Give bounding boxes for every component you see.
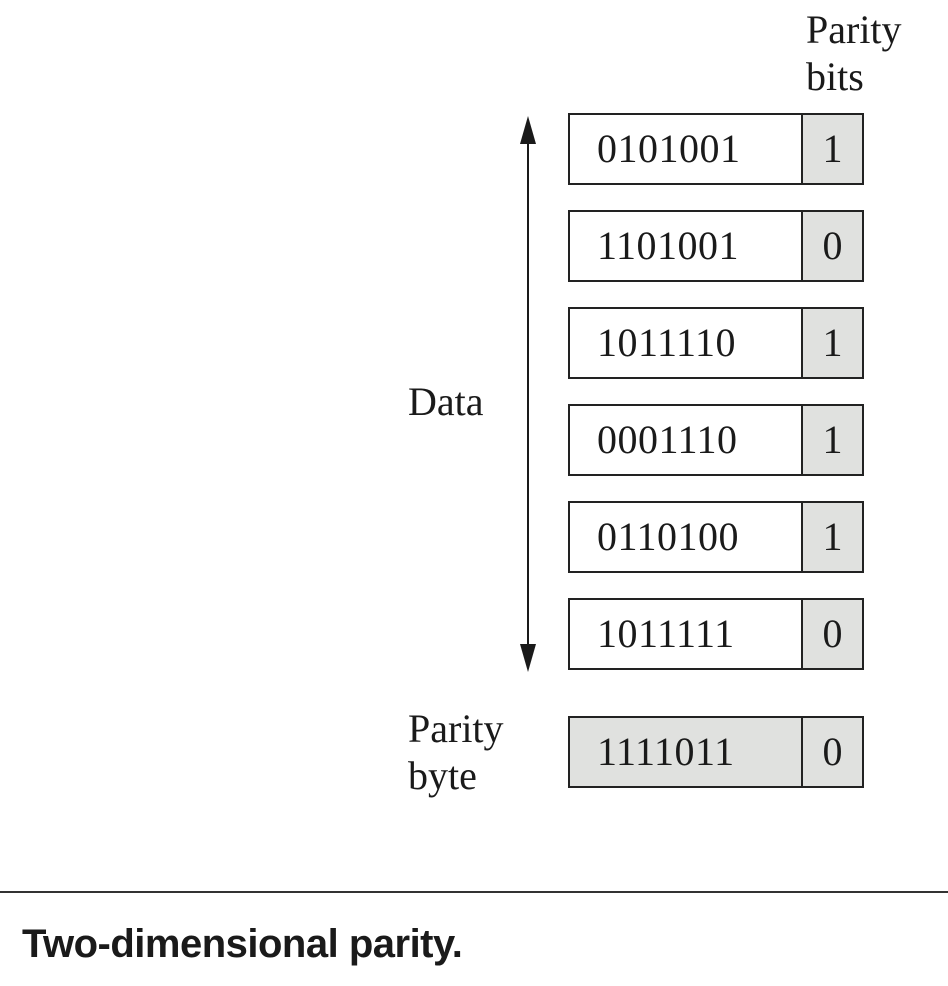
data-bits-cell: 0110100 xyxy=(570,503,803,571)
parity-byte-label-line1: Parity xyxy=(408,706,504,751)
data-row: 0101001 1 xyxy=(568,113,864,185)
caption-divider xyxy=(0,891,948,893)
parity-bit-cell: 0 xyxy=(803,600,862,668)
parity-byte-bit-cell: 0 xyxy=(803,718,862,786)
parity-bit-cell: 1 xyxy=(803,503,862,571)
data-row: 1011111 0 xyxy=(568,598,864,670)
two-dimensional-parity-figure: Parity bits Data 0101001 1 1101001 0 101… xyxy=(408,6,946,799)
parity-bits-header-line2: bits xyxy=(806,54,864,99)
data-row: 0001110 1 xyxy=(568,404,864,476)
data-bits-cell: 1011111 xyxy=(570,600,803,668)
parity-bits-header: Parity bits xyxy=(806,6,946,100)
data-bits-cell: 1101001 xyxy=(570,212,803,280)
parity-bit-cell: 0 xyxy=(803,212,862,280)
parity-byte-row: 1111011 0 xyxy=(568,716,864,788)
parity-byte-label-line2: byte xyxy=(408,753,477,798)
parity-bit-cell: 1 xyxy=(803,406,862,474)
data-bits-cell: 1011110 xyxy=(570,309,803,377)
figure-caption: Two-dimensional parity. xyxy=(22,922,463,966)
parity-byte-label: Parity byte xyxy=(408,705,504,799)
parity-bits-header-line1: Parity xyxy=(806,7,902,52)
data-bits-cell: 0101001 xyxy=(570,115,803,183)
parity-bit-cell: 1 xyxy=(803,309,862,377)
parity-byte-bits-cell: 1111011 xyxy=(570,718,803,786)
parity-bit-cell: 1 xyxy=(803,115,862,183)
data-bits-cell: 0001110 xyxy=(570,406,803,474)
data-row: 0110100 1 xyxy=(568,501,864,573)
data-row: 1011110 1 xyxy=(568,307,864,379)
data-row: 1101001 0 xyxy=(568,210,864,282)
data-range-arrow xyxy=(520,116,536,672)
data-label: Data xyxy=(408,379,484,424)
